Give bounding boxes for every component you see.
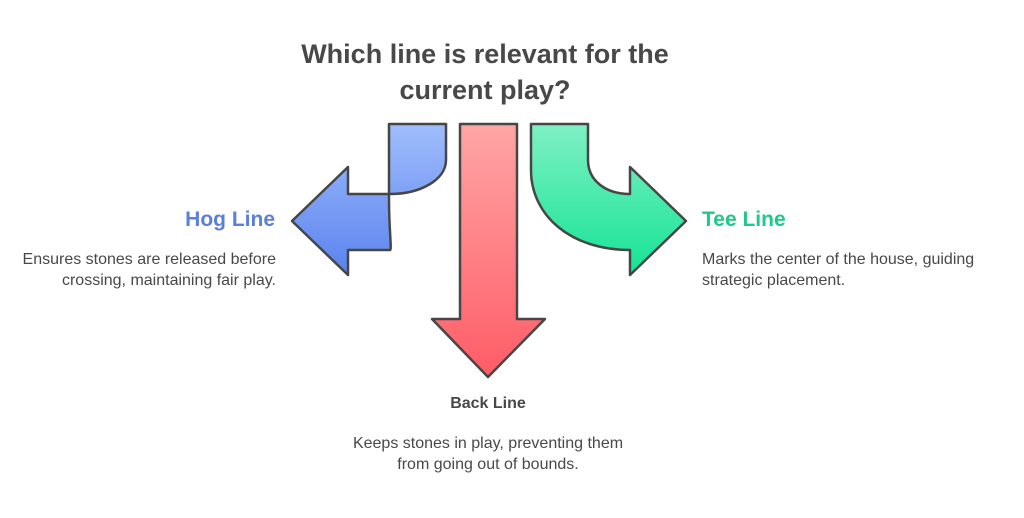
back-line-arrow — [430, 122, 547, 379]
tee-desc-line-1: Marks the center of the house, guiding — [702, 251, 975, 268]
back-line-label: Back Line — [450, 395, 526, 412]
hog-line-description: Ensures stones are released before cross… — [0, 249, 276, 291]
hog-line-arrow — [290, 122, 448, 277]
back-line-description: Keeps stones in play, preventing them fr… — [320, 433, 656, 475]
tee-line-arrow — [529, 122, 688, 277]
tee-line-label: Tee Line — [702, 208, 786, 231]
back-desc-line-2: from going out of bounds. — [397, 456, 579, 473]
back-desc-line-1: Keeps stones in play, preventing them — [352, 435, 624, 452]
hog-desc-line-1: Ensures stones are released before — [22, 251, 276, 268]
hog-desc-line-2: crossing, maintaining fair play. — [61, 272, 276, 289]
hog-line-label: Hog Line — [185, 208, 275, 231]
title-line-2: current play? — [399, 75, 571, 105]
tee-desc-line-2: strategic placement. — [702, 272, 846, 289]
diagram-title: Which line is relevant for the current p… — [280, 36, 690, 108]
tee-line-description: Marks the center of the house, guiding s… — [702, 249, 1012, 291]
title-line-1: Which line is relevant for the — [301, 39, 669, 69]
